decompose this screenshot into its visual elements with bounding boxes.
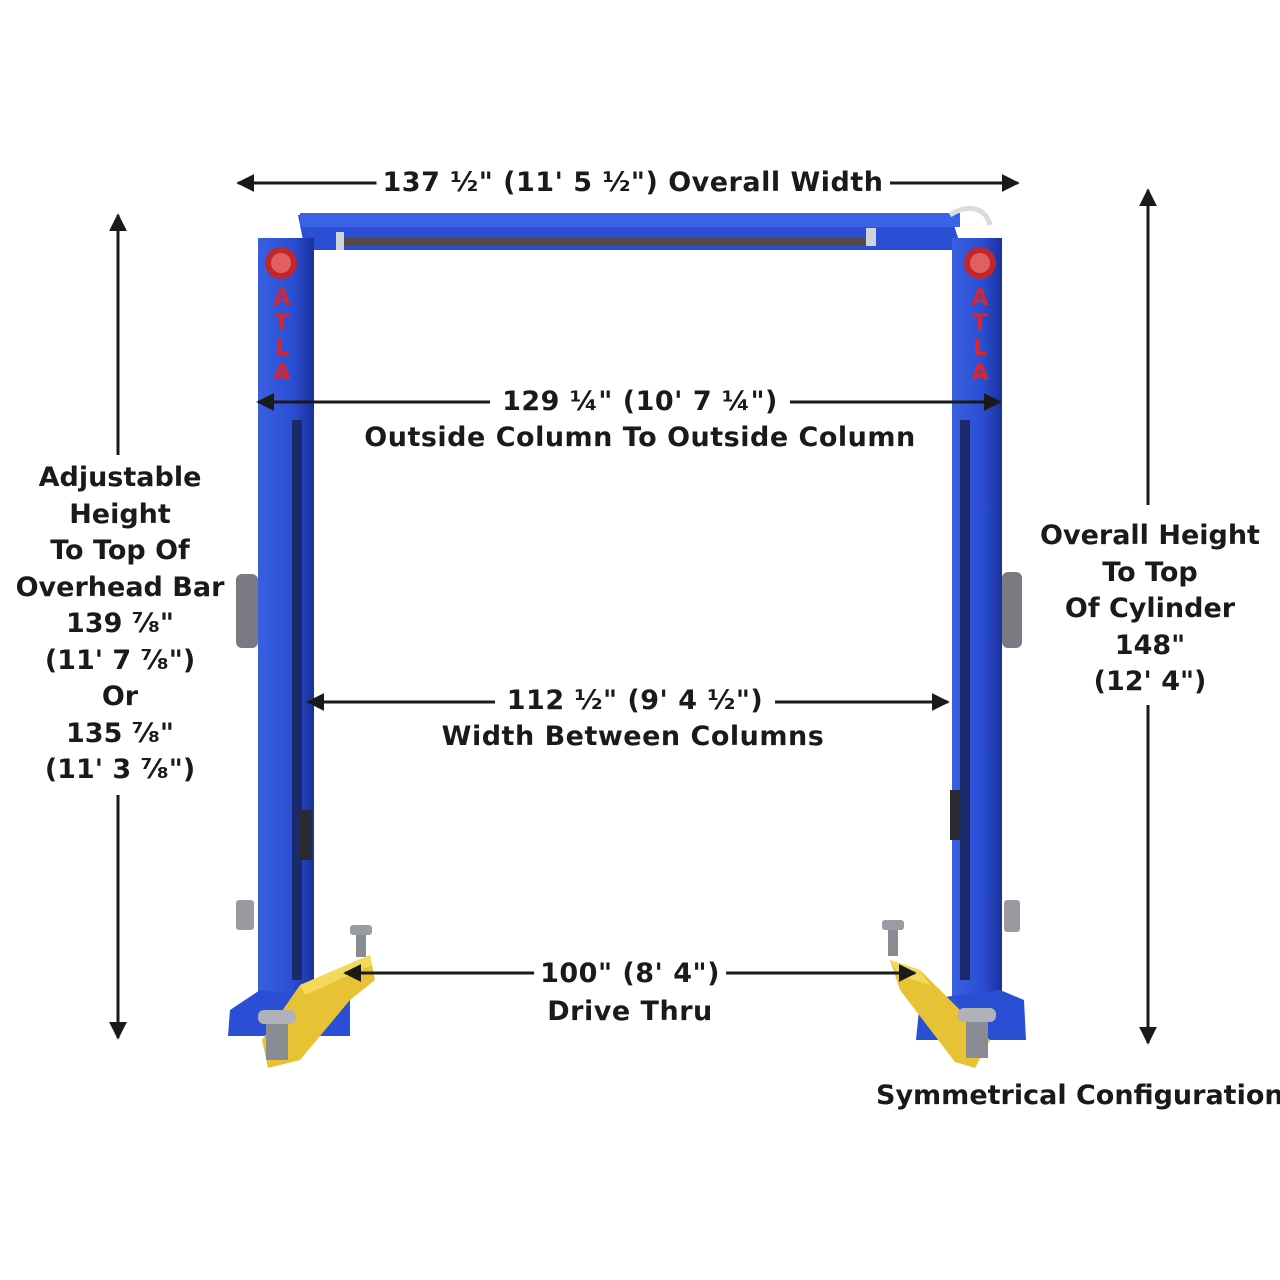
overall-height-line: Overall Height <box>1040 520 1260 551</box>
brand-letter: A <box>273 361 290 386</box>
brand-letter: T <box>274 311 289 336</box>
brand-letter: T <box>972 311 987 336</box>
adjustable-height-line: Overhead Bar <box>15 571 225 603</box>
adjustable-height-line: 139 ⁷⁄₈" <box>66 608 174 639</box>
overall-width-label: 137 ½" (11' 5 ½") Overall Width <box>376 165 890 201</box>
adjustable-height-label: Adjustable Height To Top Of Overhead Bar… <box>15 456 225 793</box>
drive-thru-value: 100" (8' 4") <box>534 956 726 992</box>
adjustable-height-line: Adjustable <box>38 462 202 493</box>
right-column <box>916 238 1026 1040</box>
brand-letter: A <box>971 286 988 311</box>
brand-letter: L <box>275 336 289 361</box>
configuration-note: Symmetrical Configuration <box>876 1080 1280 1111</box>
brand-letter: L <box>973 336 987 361</box>
adjustable-height-line: Height <box>69 498 171 530</box>
left-brand-letters: A T L A <box>273 286 290 386</box>
adjustable-height-line: To Top Of <box>50 535 190 566</box>
overall-height-line: Of Cylinder <box>1064 593 1236 624</box>
adjustable-height-line: Or <box>101 681 139 712</box>
overhead-bar <box>298 205 993 250</box>
outside-column-label: Outside Column To Outside Column <box>358 420 922 456</box>
right-brand-letters: A T L A <box>971 286 988 386</box>
adjustable-height-line: (11' 3 ⁷⁄₈") <box>44 754 196 785</box>
drive-thru-label: Drive Thru <box>541 994 719 1030</box>
brand-letter: A <box>971 361 988 386</box>
adjustable-height-line: (11' 7 ⁷⁄₈") <box>44 644 196 676</box>
left-lift-arm <box>258 925 375 1068</box>
overall-height-line: 148" <box>1114 629 1186 661</box>
brand-letter: A <box>273 286 290 311</box>
overall-height-label: Overall Height To Top Of Cylinder 148" (… <box>1040 514 1260 705</box>
outside-column-value: 129 ¼" (10' 7 ¼") <box>496 384 784 420</box>
overall-height-line: To Top <box>1102 556 1198 588</box>
overall-height-line: (12' 4") <box>1093 666 1207 697</box>
between-columns-label: Width Between Columns <box>435 719 831 755</box>
between-columns-value: 112 ½" (9' 4 ½") <box>500 683 770 719</box>
adjustable-height-line: 135 ⁷⁄₈" <box>66 717 174 749</box>
